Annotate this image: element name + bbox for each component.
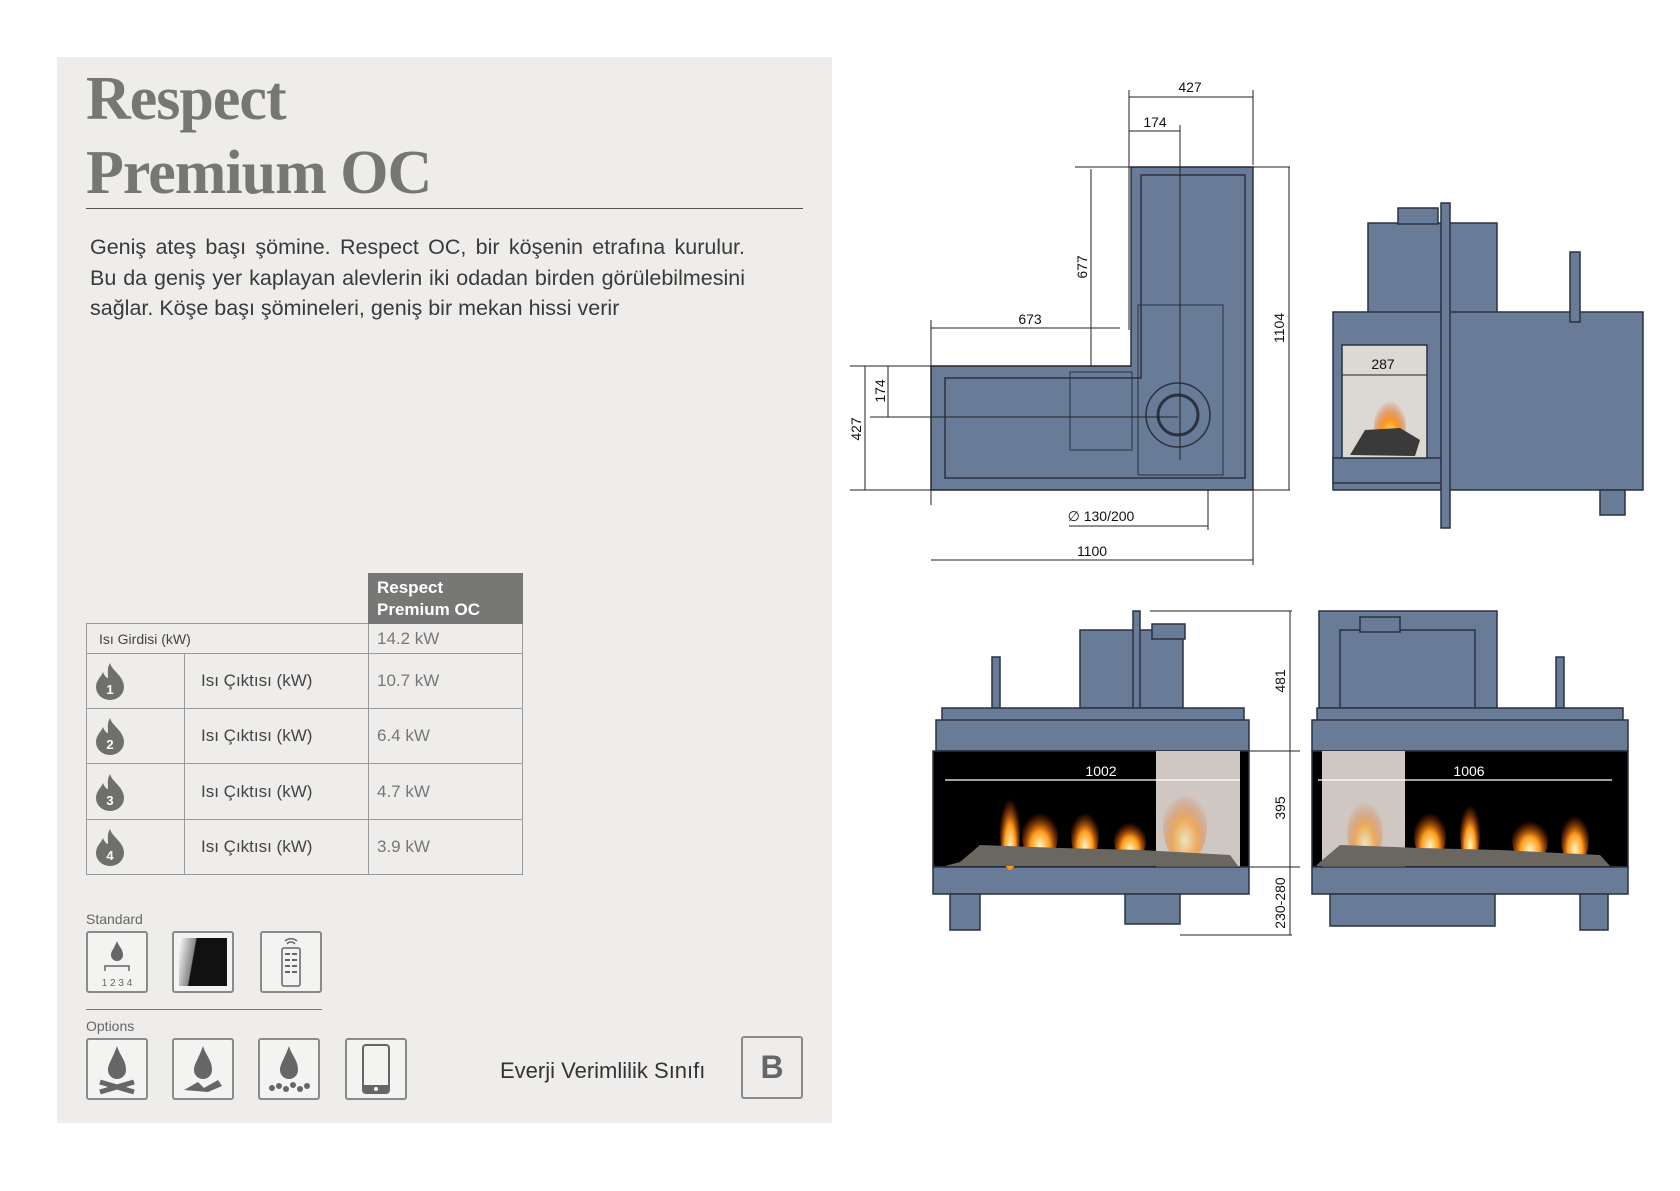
dim-174-top: 174 — [1143, 114, 1167, 130]
heat-input-value: 14.2 kW — [368, 623, 523, 654]
table-row: 2 Isı Çıktısı (kW)6.4 kW — [86, 708, 523, 764]
dim-287: 287 — [1371, 356, 1395, 372]
heat-output-label: Isı Çıktısı (kW) — [184, 819, 369, 875]
heat-output-label: Isı Çıktısı (kW) — [184, 653, 369, 709]
smartphone-icon — [345, 1038, 407, 1100]
top-view-dimensions — [850, 90, 1290, 565]
dim-673: 673 — [1018, 311, 1042, 327]
heat-output-value: 4.7 kW — [368, 763, 523, 820]
dim-395: 395 — [1272, 796, 1288, 820]
svg-text:4: 4 — [106, 848, 114, 863]
dim-174-left: 174 — [872, 379, 888, 403]
heat-output-value: 3.9 kW — [368, 819, 523, 875]
heat-output-label: Isı Çıktısı (kW) — [184, 708, 369, 764]
energy-class-label: Everji Verimlilik Sınıfı — [500, 1058, 706, 1083]
heat-input-label: Isı Girdisi (kW) — [86, 623, 369, 654]
dim-427-top: 427 — [1178, 79, 1202, 95]
flame-level-3-icon: 3 — [86, 763, 185, 820]
dim-flue-diameter: ∅ 130/200 — [1068, 508, 1135, 524]
dim-481: 481 — [1272, 669, 1288, 693]
standard-label: Standard — [86, 911, 143, 927]
table-row: 4 Isı Çıktısı (kW)3.9 kW — [86, 819, 523, 875]
section-divider — [86, 1009, 322, 1010]
flame-level-4-icon: 4 — [86, 819, 185, 875]
remote-control-icon — [260, 931, 322, 993]
svg-text:1 2 3 4: 1 2 3 4 — [102, 978, 133, 989]
specs-table: Respect Premium OC Isı Girdisi (kW)14.2 … — [86, 573, 523, 875]
dim-427-left: 427 — [848, 417, 864, 441]
table-row: 1 Isı Çıktısı (kW)10.7 kW — [86, 653, 523, 709]
front-left-flames — [945, 787, 1238, 870]
flame-burner-icon: 1 2 3 4 — [86, 931, 148, 993]
flame-level-2-icon: 2 — [86, 708, 185, 764]
product-description: Geniş ateş başı şömine. Respect OC, bir … — [90, 235, 745, 320]
svg-text:3: 3 — [106, 793, 113, 808]
energy-class-badge: B — [741, 1036, 803, 1099]
svg-text:2: 2 — [106, 737, 113, 752]
heat-output-value: 10.7 kW — [368, 653, 523, 709]
dim-1006: 1006 — [1453, 763, 1484, 779]
flame-level-1-icon: 1 — [86, 653, 185, 709]
svg-text:1: 1 — [106, 682, 113, 697]
glass-panel-icon — [172, 931, 234, 993]
front-right-flames — [1316, 795, 1610, 866]
driftwood-icon — [172, 1038, 234, 1100]
dim-1100: 1100 — [1077, 543, 1107, 559]
log-set-icon — [86, 1038, 148, 1100]
title-line-2: Premium OC — [86, 139, 432, 207]
side-logs — [1350, 428, 1420, 456]
front-dimension-lines — [1150, 610, 1300, 936]
pebbles-icon — [258, 1038, 320, 1100]
title-divider — [86, 208, 803, 209]
dim-677: 677 — [1074, 255, 1090, 279]
dim-230-280: 230-280 — [1272, 877, 1288, 929]
dim-1002: 1002 — [1085, 763, 1116, 779]
title-line-1: Respect — [86, 65, 287, 133]
dim-1104: 1104 — [1271, 313, 1287, 343]
side-view-drawing — [1332, 202, 1644, 529]
heat-output-value: 6.4 kW — [368, 708, 523, 764]
table-header: Respect Premium OC — [368, 573, 523, 624]
options-label: Options — [86, 1018, 135, 1034]
